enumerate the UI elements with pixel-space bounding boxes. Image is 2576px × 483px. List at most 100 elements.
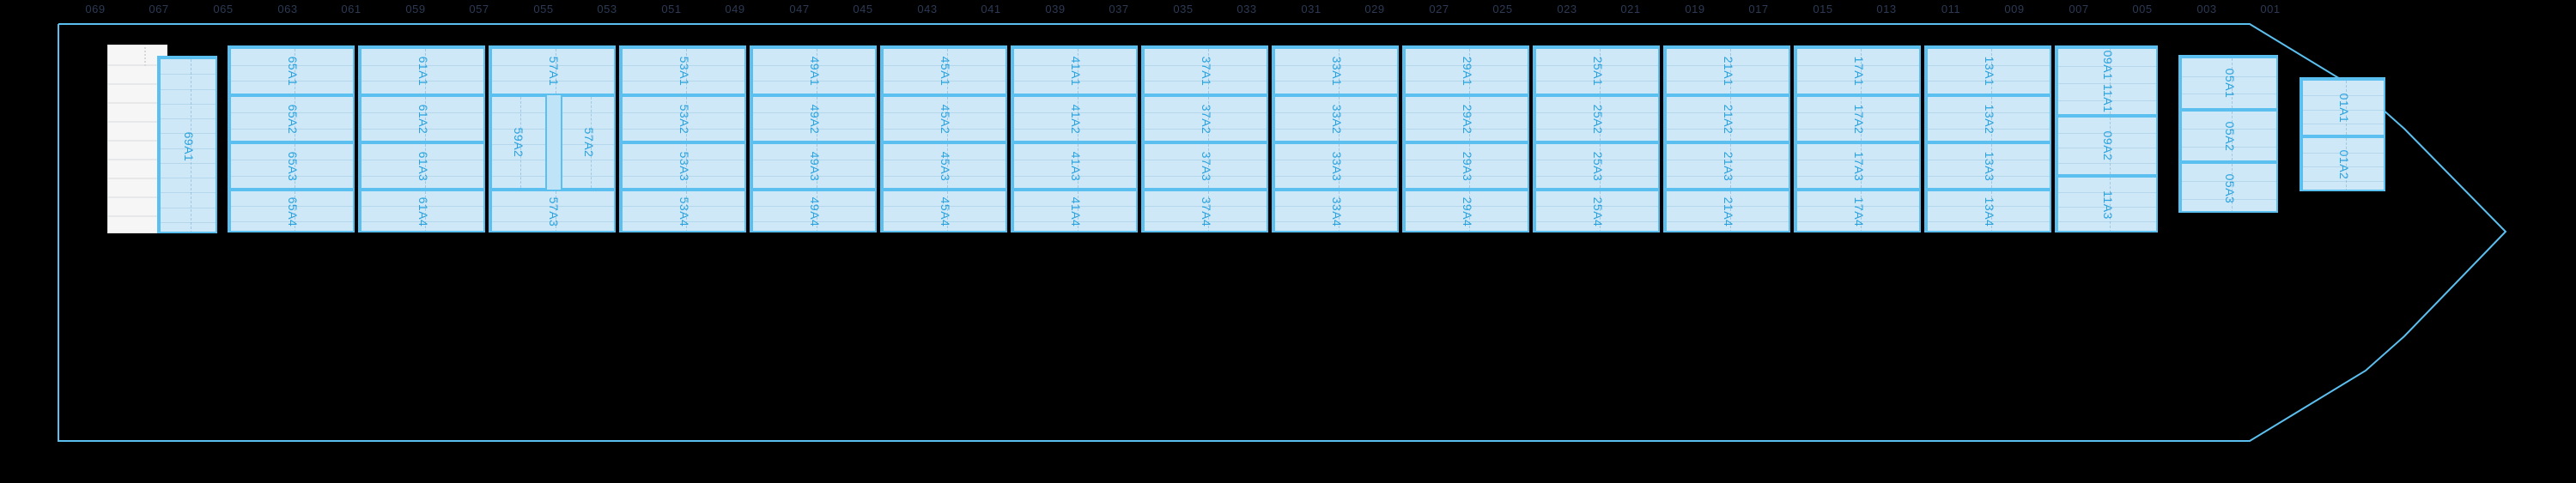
cargo-cell-09A1-11A1[interactable]: 09A1 11A1 [2057, 47, 2156, 116]
cargo-cell-41A1[interactable]: 41A1 [1012, 47, 1136, 95]
cargo-cell-17A2[interactable]: 17A2 [1795, 95, 1919, 142]
cargo-cell-25A3[interactable]: 25A3 [1534, 142, 1658, 190]
tier-gridlines [623, 49, 744, 94]
cargo-cell-01A1[interactable]: 01A1 [2301, 79, 2384, 136]
cargo-cell-09A2[interactable]: 09A2 [2057, 116, 2156, 176]
centerline-divider [1208, 97, 1209, 141]
cargo-cell-13A1[interactable]: 13A1 [1926, 47, 2050, 95]
tier-gridlines [2182, 112, 2276, 160]
cargo-cell-53A4[interactable]: 53A4 [621, 190, 744, 231]
cargo-cell-41A2[interactable]: 41A2 [1012, 95, 1136, 142]
centerline-divider [1730, 144, 1731, 188]
tier-gridlines [1406, 97, 1528, 141]
cargo-cell-57A2[interactable]: 57A2 [561, 95, 614, 190]
cargo-cell-53A1[interactable]: 53A1 [621, 47, 744, 95]
cargo-cell-05A2[interactable]: 05A2 [2180, 110, 2276, 162]
cargo-cell-17A4[interactable]: 17A4 [1795, 190, 1919, 231]
centerline-divider [2110, 49, 2111, 114]
axis-tick-035: 035 [1173, 3, 1194, 15]
cargo-cell-37A3[interactable]: 37A3 [1143, 142, 1267, 190]
centerline-divider [591, 97, 592, 188]
cargo-cell-49A4[interactable]: 49A4 [751, 190, 875, 231]
cargo-cell-61A2[interactable]: 61A2 [360, 95, 483, 142]
cargo-cell-25A1[interactable]: 25A1 [1534, 47, 1658, 95]
cargo-cell-05A3[interactable]: 05A3 [2180, 162, 2276, 211]
centerline-divider [1861, 144, 1862, 188]
cargo-cell-37A1[interactable]: 37A1 [1143, 47, 1267, 95]
bay-69[interactable]: 69A1 [157, 56, 217, 233]
cargo-cell-37A2[interactable]: 37A2 [1143, 95, 1267, 142]
centerline-divider [1208, 49, 1209, 94]
cargo-cell-37A4[interactable]: 37A4 [1143, 190, 1267, 231]
cargo-cell-17A1[interactable]: 17A1 [1795, 47, 1919, 95]
cargo-cell-29A2[interactable]: 29A2 [1404, 95, 1528, 142]
cargo-cell-57A3[interactable]: 57A3 [490, 190, 614, 231]
cargo-cell-57A1[interactable]: 57A1 [490, 47, 614, 95]
cargo-cell-21A1[interactable]: 21A1 [1665, 47, 1789, 95]
cargo-cell-21A4[interactable]: 21A4 [1665, 190, 1789, 231]
cargo-cell-21A2[interactable]: 21A2 [1665, 95, 1789, 142]
cargo-cell-11A3[interactable]: 11A3 [2057, 176, 2156, 231]
cargo-cell-33A4[interactable]: 33A4 [1273, 190, 1397, 231]
cargo-cell-21A3[interactable]: 21A3 [1665, 142, 1789, 190]
centerline-divider [1991, 191, 1992, 231]
cargo-cell-33A2[interactable]: 33A2 [1273, 95, 1397, 142]
cargo-cell-33A3[interactable]: 33A3 [1273, 142, 1397, 190]
cargo-cell-61A3[interactable]: 61A3 [360, 142, 483, 190]
cargo-cell-61A4[interactable]: 61A4 [360, 190, 483, 231]
cargo-cell-25A2[interactable]: 25A2 [1534, 95, 1658, 142]
cargo-cell-45A2[interactable]: 45A2 [882, 95, 1005, 142]
cargo-cell-65A1[interactable]: 65A1 [229, 47, 353, 95]
cargo-cell-05A1[interactable]: 05A1 [2180, 57, 2276, 110]
cargo-cell-69A1[interactable]: 69A1 [159, 57, 216, 232]
cargo-cell-17A3[interactable]: 17A3 [1795, 142, 1919, 190]
cargo-cell-41A4[interactable]: 41A4 [1012, 190, 1136, 231]
cargo-cell-45A4[interactable]: 45A4 [882, 190, 1005, 231]
cargo-cell-65A4[interactable]: 65A4 [229, 190, 353, 231]
cargo-cell-49A3[interactable]: 49A3 [751, 142, 875, 190]
cargo-cell-01A2[interactable]: 01A2 [2301, 136, 2384, 190]
cargo-cell-25A4[interactable]: 25A4 [1534, 190, 1658, 231]
cargo-cell-45A1[interactable]: 45A1 [882, 47, 1005, 95]
cargo-cell-53A3[interactable]: 53A3 [621, 142, 744, 190]
cargo-cell-29A3[interactable]: 29A3 [1404, 142, 1528, 190]
cargo-cell-41A3[interactable]: 41A3 [1012, 142, 1136, 190]
cargo-cell-53A2[interactable]: 53A2 [621, 95, 744, 142]
cargo-cell-33A1[interactable]: 33A1 [1273, 47, 1397, 95]
cargo-cell-65A2[interactable]: 65A2 [229, 95, 353, 142]
cargo-cell-49A1[interactable]: 49A1 [751, 47, 875, 95]
cargo-cell-29A4[interactable]: 29A4 [1404, 190, 1528, 231]
cargo-cell-13A3[interactable]: 13A3 [1926, 142, 2050, 190]
cargo-cell-61A1[interactable]: 61A1 [360, 47, 483, 95]
cargo-cell-45A3[interactable]: 45A3 [882, 142, 1005, 190]
cargo-cell-49A2[interactable]: 49A2 [751, 95, 875, 142]
axis-tick-033: 033 [1236, 3, 1257, 15]
cargo-cell-13A2[interactable]: 13A2 [1926, 95, 2050, 142]
centerline-divider [1991, 97, 1992, 141]
axis-tick-065: 065 [213, 3, 234, 15]
cargo-cell-29A1[interactable]: 29A1 [1404, 47, 1528, 95]
cargo-cell-13A4[interactable]: 13A4 [1926, 190, 2050, 231]
cargo-cell-65A3[interactable]: 65A3 [229, 142, 353, 190]
cargo-cell-59A2[interactable]: 59A2 [490, 95, 547, 190]
axis-tick-021: 021 [1620, 3, 1641, 15]
tier-gridlines [1145, 191, 1267, 231]
